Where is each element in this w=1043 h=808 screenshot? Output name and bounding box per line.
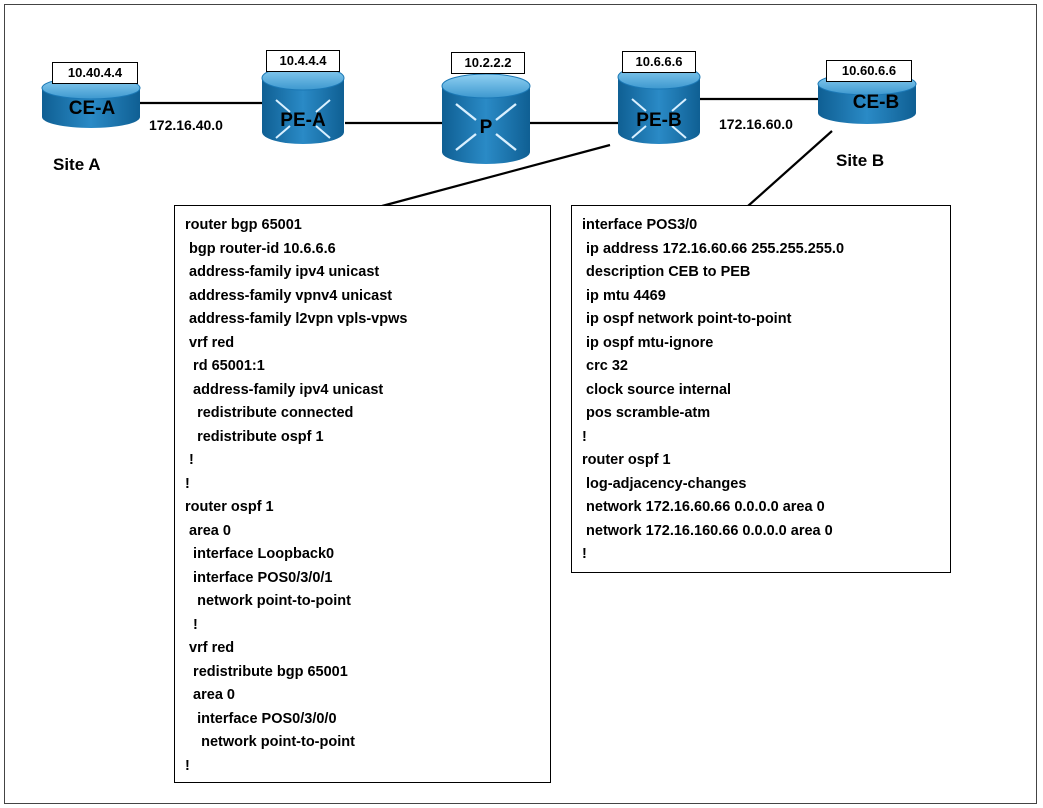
pe-a-router-icon [261,65,345,144]
config-line: ! [185,757,190,774]
links [140,97,833,208]
config-line: ! [582,428,587,445]
config-line: redistribute ospf 1 [185,428,324,445]
config-line: address-family l2vpn vpls-vpws [185,311,408,327]
config-line: address-family vpnv4 unicast [185,287,393,304]
pe-b-config-box: router bgp 65001 bgp router-id 10.6.6.6 … [174,205,551,783]
config-line: redistribute bgp 65001 [185,663,348,680]
config-line: interface POS0/3/0/1 [185,569,333,586]
site-b-label: Site B [836,151,885,170]
config-line: router ospf 1 [185,499,274,515]
pe-b-label: PE-B [636,110,682,131]
config-line: area 0 [185,522,231,539]
config-line: ! [185,452,194,468]
pe-a-ip-box: 10.4.4.4 [266,50,340,72]
config-line: ip address 172.16.60.66 255.255.255.0 [582,240,845,257]
config-line: ! [185,616,198,633]
config-line: redistribute connected [185,405,354,421]
pe-a-label: PE-A [280,110,326,131]
ce-b-label: CE-B [852,92,900,113]
diagram-frame [4,4,1037,804]
config-line: area 0 [185,687,235,703]
ce-a-ip-box: 10.40.4.4 [52,62,138,84]
ce-b-config-box: interface POS3/0 ip address 172.16.60.66… [571,205,951,573]
config-line: router bgp 65001 [185,217,302,233]
config-line: clock source internal [582,381,732,398]
config-line: interface Loopback0 [185,546,335,562]
link-label-ce-a-pe-a: 172.16.40.0 [149,117,223,133]
config-line: router ospf 1 [582,452,671,468]
config-line: vrf red [185,334,235,351]
config-line: interface POS3/0 [582,217,698,233]
config-line: bgp router-id 10.6.6.6 [185,240,336,257]
config-line: ! [185,475,190,492]
config-line: vrf red [185,640,235,656]
link-label-pe-b-ce-b: 172.16.60.0 [719,116,793,132]
p-router-icon [441,73,531,164]
config-line: network point-to-point [185,734,355,750]
config-line: ! [582,546,587,562]
config-line: description CEB to PEB [582,264,751,280]
config-line: rd 65001:1 [185,358,265,374]
config-line: interface POS0/3/0/0 [185,710,337,727]
p-label: P [479,117,493,138]
pe-b-ip-box: 10.6.6.6 [622,51,696,73]
config-line: log-adjacency-changes [582,475,747,492]
config-line: pos scramble-atm [582,405,711,421]
ce-b-ip-box: 10.60.6.6 [826,60,912,82]
config-line: address-family ipv4 unicast [185,264,380,280]
config-line: ip ospf network point-to-point [582,311,792,327]
config-line: crc 32 [582,358,628,374]
site-a-label: Site A [53,155,101,174]
ce-a-label: CE-A [68,98,116,119]
config-line: address-family ipv4 unicast [185,381,384,398]
config-line: network 172.16.160.66 0.0.0.0 area 0 [582,522,833,539]
callout-line-ce-b [747,130,833,207]
pe-b-router-icon [617,64,701,144]
p-ip-box: 10.2.2.2 [451,52,525,74]
callout-line-pe-b [381,143,611,208]
config-line: network point-to-point [185,593,351,609]
config-line: network 172.16.60.66 0.0.0.0 area 0 [582,499,825,515]
config-line: ip ospf mtu-ignore [582,334,714,351]
config-line: ip mtu 4469 [582,287,666,304]
